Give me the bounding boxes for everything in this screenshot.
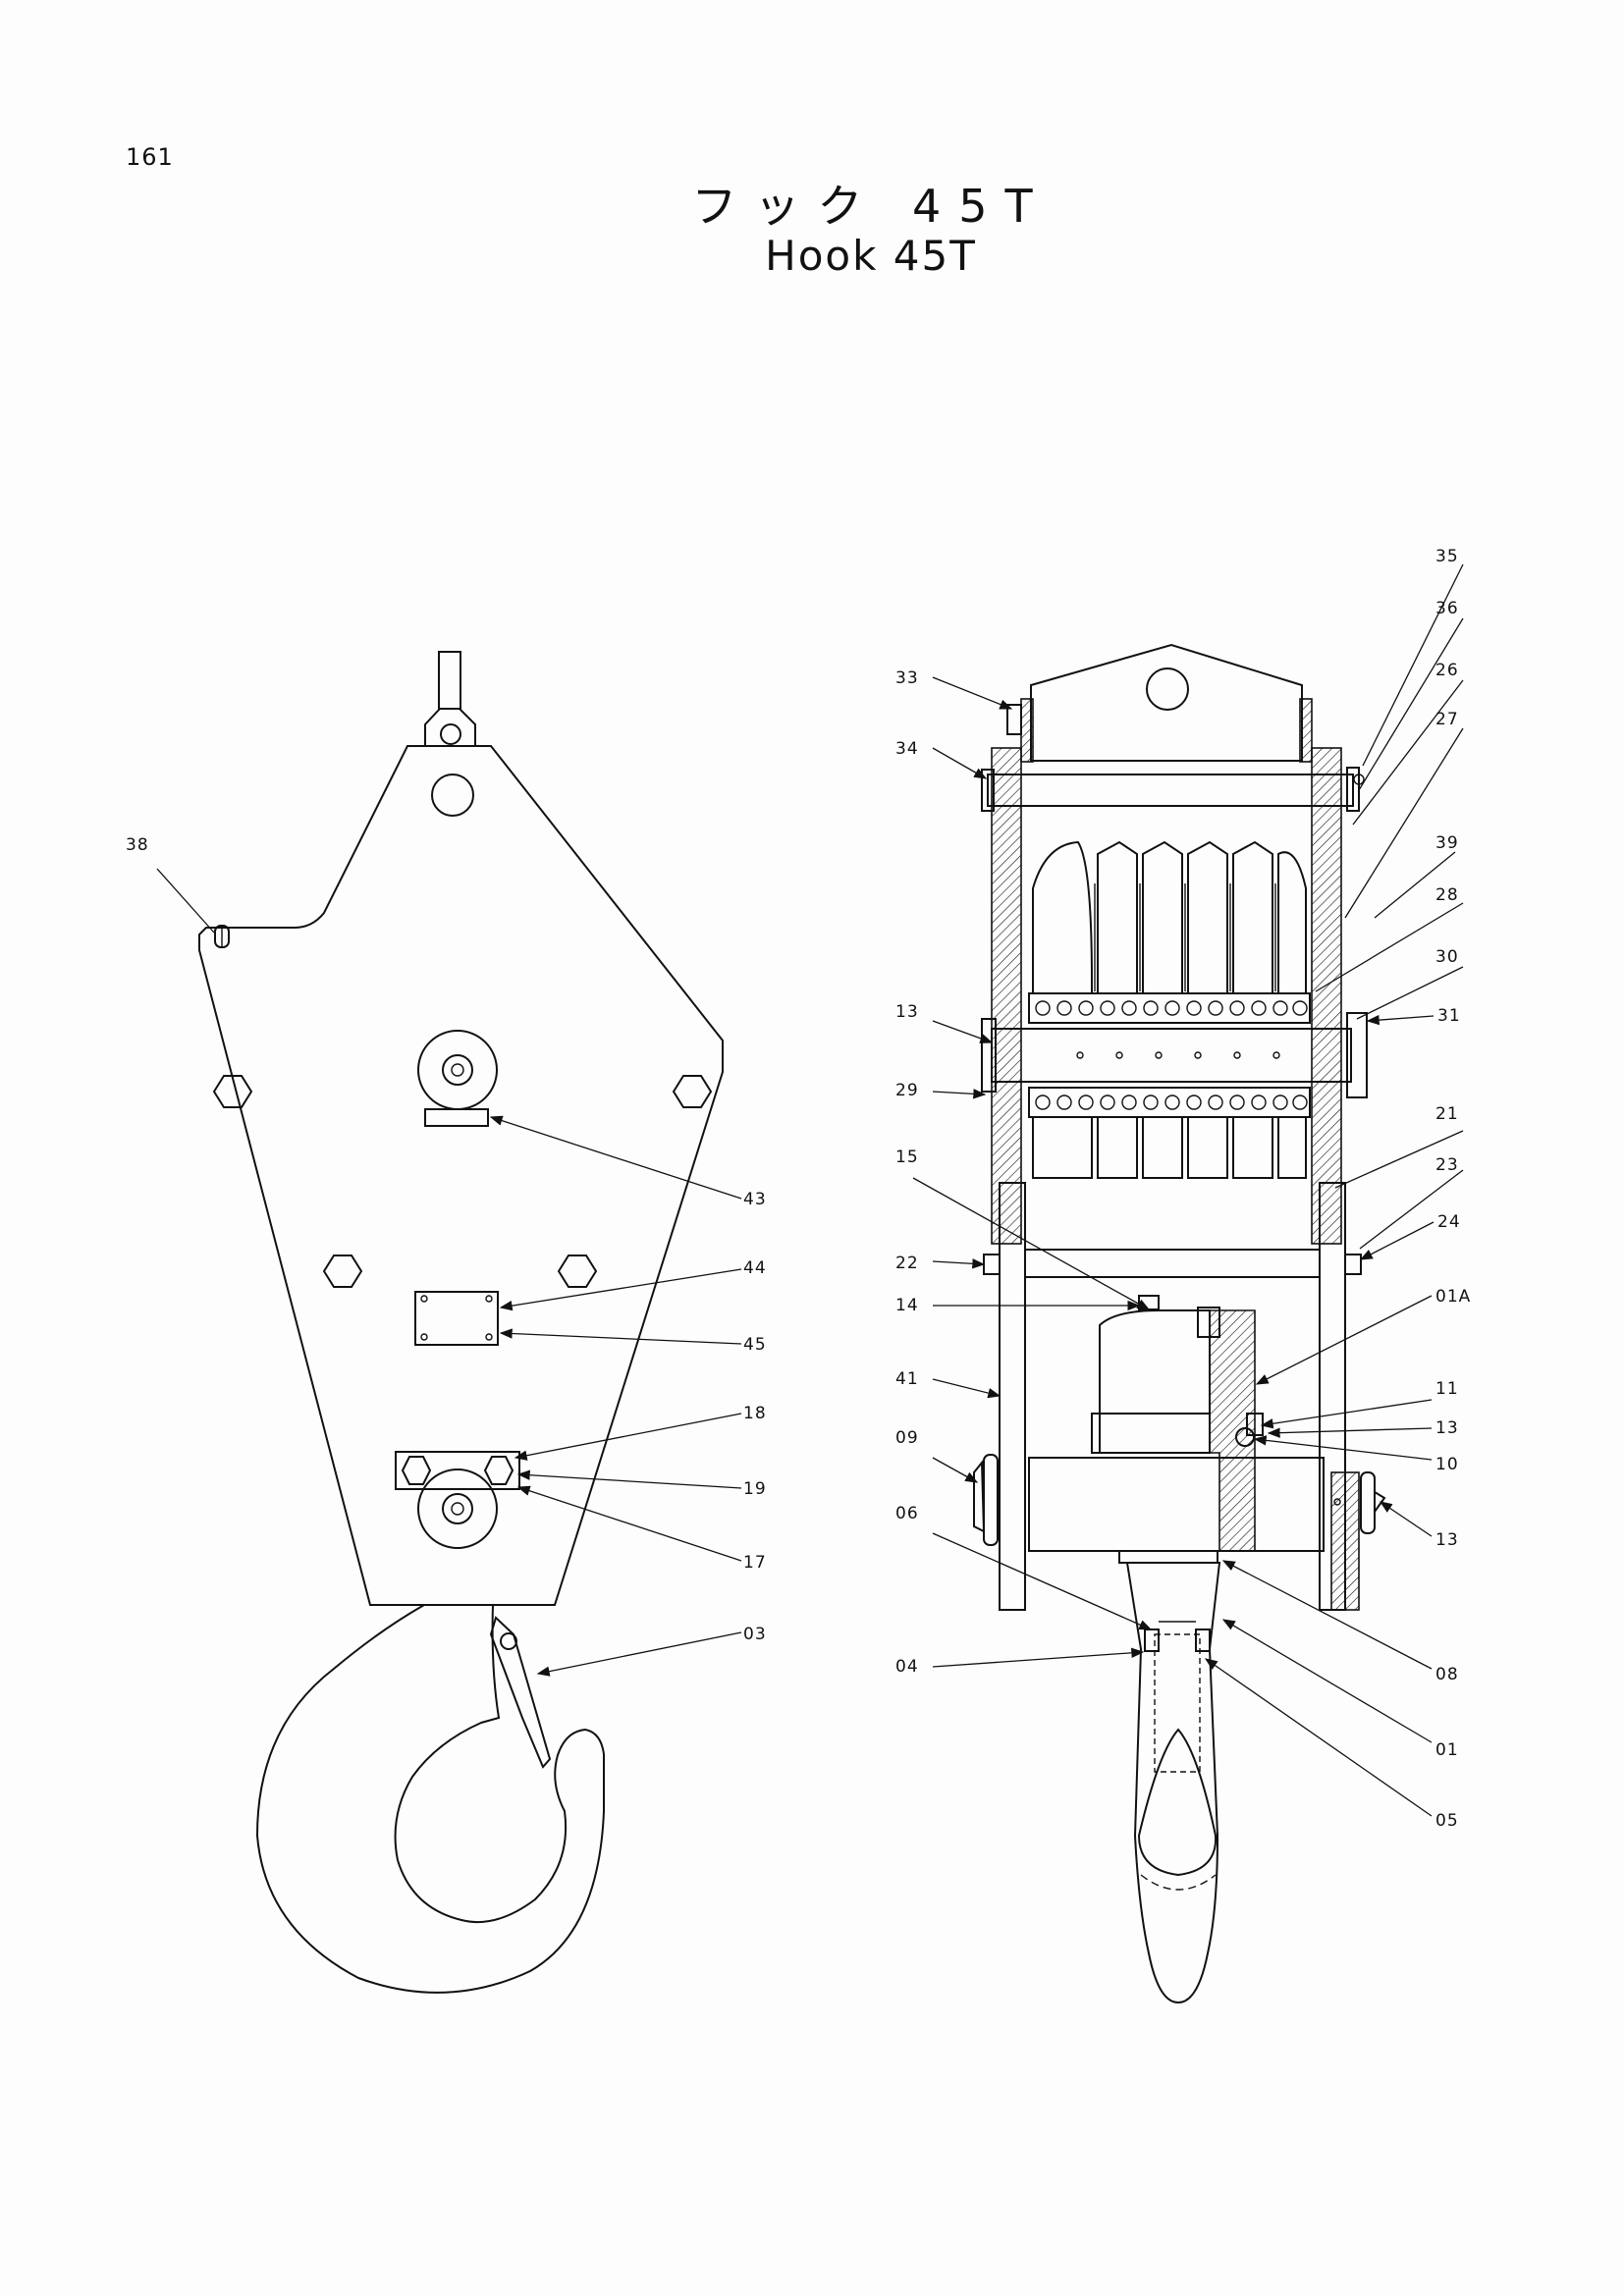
callout-30: 30 (1435, 947, 1459, 967)
callout-17: 17 (743, 1553, 767, 1573)
callout-13-right: 13 (1435, 1418, 1459, 1438)
page-title-japanese: フック 45T (691, 180, 1051, 233)
callout-43: 43 (743, 1190, 767, 1209)
callout-05: 05 (1435, 1811, 1459, 1831)
callout-01: 01 (1435, 1740, 1459, 1760)
page-title-english: Hook 45T (765, 232, 977, 280)
callout-21: 21 (1435, 1104, 1459, 1124)
hook-section-view (973, 643, 1386, 2004)
page-number: 161 (126, 143, 174, 171)
callout-26: 26 (1435, 661, 1459, 680)
callout-10: 10 (1435, 1455, 1459, 1474)
callout-19: 19 (743, 1479, 767, 1499)
callout-18: 18 (743, 1404, 767, 1423)
callout-15: 15 (895, 1148, 919, 1167)
callout-28: 28 (1435, 885, 1459, 905)
callout-45: 45 (743, 1335, 767, 1355)
callout-24: 24 (1437, 1212, 1461, 1232)
callout-08: 08 (1435, 1665, 1459, 1684)
hook-side-view (198, 651, 724, 1994)
callout-numbers: 38 43 44 45 18 19 17 03 33 34 35 36 26 2… (126, 547, 1471, 1831)
callout-leaders (156, 563, 1464, 1817)
callout-09: 09 (895, 1428, 919, 1448)
callout-01A: 01A (1435, 1287, 1471, 1307)
callout-29: 29 (895, 1081, 919, 1100)
callout-41: 41 (895, 1369, 919, 1389)
callout-14: 14 (895, 1296, 919, 1315)
callout-36: 36 (1435, 599, 1459, 618)
callout-13-left: 13 (895, 1002, 919, 1022)
callout-33: 33 (895, 668, 919, 688)
callout-31: 31 (1437, 1006, 1461, 1026)
callout-04: 04 (895, 1657, 919, 1677)
callout-34: 34 (895, 739, 919, 759)
callout-11: 11 (1435, 1379, 1459, 1399)
callout-44: 44 (743, 1258, 767, 1278)
callout-38: 38 (126, 835, 149, 855)
callout-13-lower: 13 (1435, 1530, 1459, 1550)
callout-35: 35 (1435, 547, 1459, 566)
callout-39: 39 (1435, 833, 1459, 853)
callout-06: 06 (895, 1504, 919, 1523)
callout-22: 22 (895, 1254, 919, 1273)
callout-23: 23 (1435, 1155, 1459, 1175)
callout-27: 27 (1435, 710, 1459, 729)
callout-03: 03 (743, 1625, 767, 1644)
